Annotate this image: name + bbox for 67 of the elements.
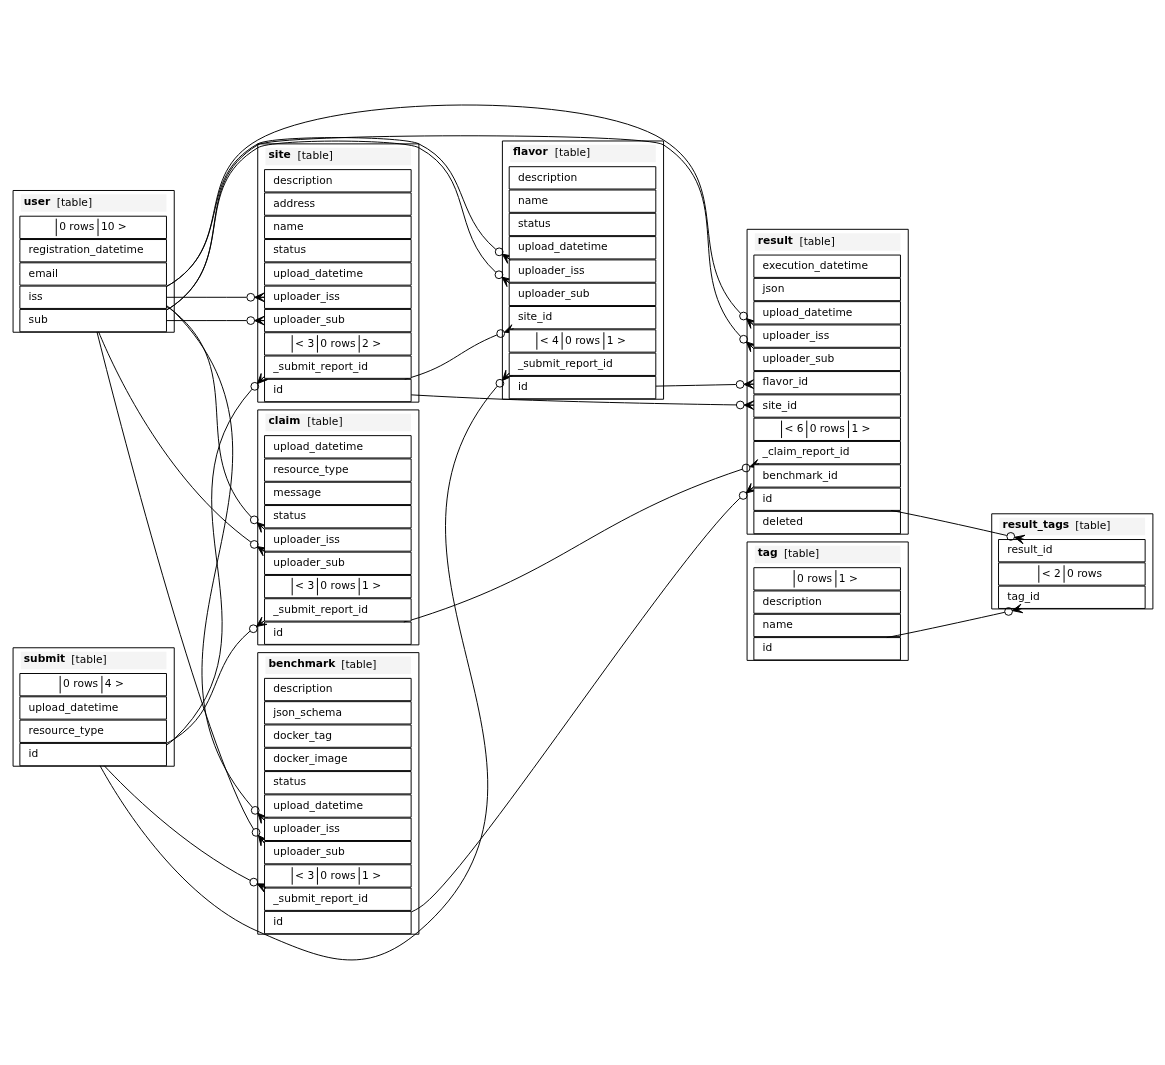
node-box: uploader_sub <box>753 347 901 372</box>
node-box: sub <box>19 308 167 333</box>
node-box: upload_datetime <box>753 301 901 325</box>
node-box: _submit_report_id <box>264 355 412 379</box>
node-box: description <box>264 169 412 193</box>
connector <box>166 292 265 303</box>
node-box: name <box>264 215 412 240</box>
node-box: json <box>753 277 901 302</box>
node-box: uploader_sub <box>264 551 412 575</box>
node-box: tag_id <box>998 585 1146 609</box>
node-box: upload_datetime <box>508 236 657 260</box>
node-box: iss <box>19 285 167 309</box>
node-box: uploader_sub <box>508 282 657 307</box>
node-box: status <box>508 212 657 237</box>
node-box: flavor_id <box>753 371 901 395</box>
connector <box>103 765 269 893</box>
node-box: site_id <box>753 394 901 418</box>
node-box: id <box>753 637 901 661</box>
node-box: description <box>264 677 412 702</box>
node-box: id <box>264 621 412 645</box>
node-box: status <box>264 239 412 263</box>
node-box: docker_tag <box>264 724 412 748</box>
connector <box>890 509 1026 545</box>
node-box: id <box>264 910 412 935</box>
node-box: uploader_sub <box>264 841 412 865</box>
node-box: uploader_iss <box>264 285 412 309</box>
node-box: uploader_iss <box>264 528 412 552</box>
node-box: resource_type <box>264 458 412 482</box>
node-box: _claim_report_id <box>753 440 901 465</box>
node-box: id <box>508 375 657 400</box>
node-box: id <box>19 742 167 767</box>
node-box: _submit_report_id <box>264 887 412 911</box>
node-box: resource_type <box>19 719 167 743</box>
node-box: upload_datetime <box>19 696 167 720</box>
node-box: uploader_sub <box>264 308 412 333</box>
node-box: message <box>264 481 412 506</box>
node-box: name <box>508 189 657 213</box>
node-box: email <box>19 262 167 286</box>
node-box: result_id <box>998 539 1146 563</box>
node-box: status <box>264 505 412 529</box>
connector <box>886 603 1024 639</box>
node-box: _submit_report_id <box>508 352 657 376</box>
connector <box>166 315 265 326</box>
node-box: upload_datetime <box>264 794 412 818</box>
node-box: _submit_report_id <box>264 598 412 622</box>
node-box: execution_datetime <box>753 254 901 278</box>
node-box: status <box>264 771 412 795</box>
node-box: site_id <box>508 306 657 330</box>
node-box: upload_datetime <box>264 262 412 286</box>
node-box: benchmark_id <box>753 464 901 488</box>
node-box: uploader_iss <box>264 817 412 841</box>
node-box: name <box>753 613 901 638</box>
node-box: description <box>508 166 657 190</box>
connector <box>410 394 755 411</box>
node-box: address <box>264 192 412 216</box>
node-box: registration_datetime <box>19 239 167 263</box>
node-box: deleted <box>753 510 901 535</box>
node-box: upload_datetime <box>264 435 412 459</box>
node-box: id <box>264 378 412 403</box>
connector <box>165 616 268 744</box>
node-box: docker_image <box>264 747 412 772</box>
node-box: uploader_iss <box>508 259 657 283</box>
node-box: id <box>753 487 901 511</box>
connector <box>655 379 755 390</box>
node-box: uploader_iss <box>753 324 901 348</box>
node-box: description <box>753 590 901 614</box>
node-box: json_schema <box>264 701 412 725</box>
